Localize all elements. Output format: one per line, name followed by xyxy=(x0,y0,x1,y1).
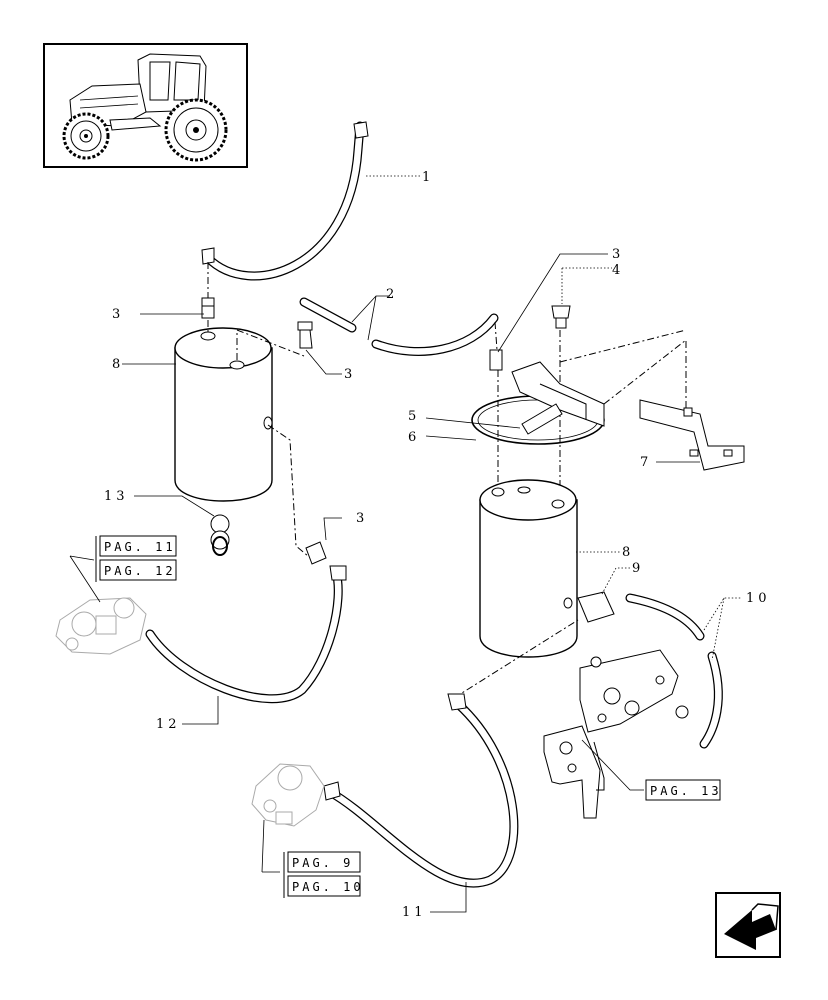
hose-10 xyxy=(625,593,723,749)
callout-8: 8 xyxy=(112,357,124,372)
mounting-clamp-6 xyxy=(471,361,605,445)
bolt-5 xyxy=(521,403,563,435)
callout-1: 1 xyxy=(422,170,434,185)
ghost-valve-bottom xyxy=(251,763,325,827)
callout-3: 3 xyxy=(356,511,368,526)
callout-9: 9 xyxy=(632,561,644,576)
fitting-3-lower xyxy=(305,541,327,565)
callout-11: 11 xyxy=(402,905,427,920)
hose-2 xyxy=(299,297,499,356)
fitting-3-top-left xyxy=(201,297,215,319)
back-arrow-icon[interactable] xyxy=(715,892,781,958)
callout-3: 3 xyxy=(344,367,356,382)
callout-4: 4 xyxy=(612,263,624,278)
plug-4 xyxy=(551,305,571,329)
page-ref-11-12[interactable]: PAG. 11 PAG. 12 xyxy=(95,535,177,582)
bracket-7 xyxy=(639,399,745,471)
air-tank-right xyxy=(479,479,578,658)
callout-10: 10 xyxy=(746,591,771,606)
page-ref-9[interactable]: PAG. 9 xyxy=(292,856,353,870)
callout-7: 7 xyxy=(640,455,652,470)
page-ref-13[interactable]: PAG. 13 xyxy=(650,784,722,798)
hose-11 xyxy=(323,693,519,888)
hose-12 xyxy=(145,565,347,704)
callout-2: 2 xyxy=(386,287,398,302)
drain-valve-9 xyxy=(563,591,615,623)
callout-12: 12 xyxy=(156,717,181,732)
callout-3: 3 xyxy=(112,307,124,322)
fitting-3-mid xyxy=(297,321,313,349)
page-ref-10[interactable]: PAG. 10 xyxy=(292,880,364,894)
callout-5: 5 xyxy=(408,409,420,424)
drain-cock-13 xyxy=(210,514,230,556)
page-ref-11[interactable]: PAG. 11 xyxy=(104,540,176,554)
fitting-3-right xyxy=(489,349,503,371)
valve-mount-plate xyxy=(543,649,689,819)
ghost-valve-left xyxy=(55,597,147,655)
callout-13: 13 xyxy=(104,489,129,504)
tractor-thumbnail-icon xyxy=(43,43,248,168)
callout-3: 3 xyxy=(612,247,624,262)
hose-1 xyxy=(201,121,369,281)
page-ref-13-box[interactable]: PAG. 13 xyxy=(645,779,722,801)
page-ref-9-10[interactable]: PAG. 9 PAG. 10 xyxy=(283,851,364,898)
callout-6: 6 xyxy=(408,430,420,445)
callout-8: 8 xyxy=(622,545,634,560)
page-ref-12[interactable]: PAG. 12 xyxy=(104,564,176,578)
air-tank-left xyxy=(174,327,273,502)
